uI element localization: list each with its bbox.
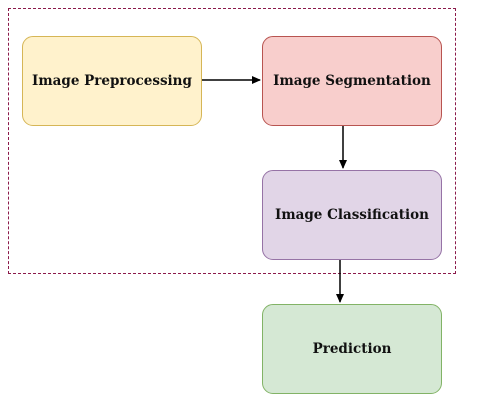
image-preprocessing-label: Image Preprocessing xyxy=(32,73,192,89)
image-classification-node: Image Classification xyxy=(262,170,442,260)
image-preprocessing-node: Image Preprocessing xyxy=(22,36,202,126)
pipeline-group-boundary xyxy=(8,8,456,274)
image-classification-label: Image Classification xyxy=(275,207,429,223)
prediction-label: Prediction xyxy=(312,341,392,357)
prediction-node: Prediction xyxy=(262,304,442,394)
image-segmentation-node: Image Segmentation xyxy=(262,36,442,126)
image-segmentation-label: Image Segmentation xyxy=(273,73,431,89)
